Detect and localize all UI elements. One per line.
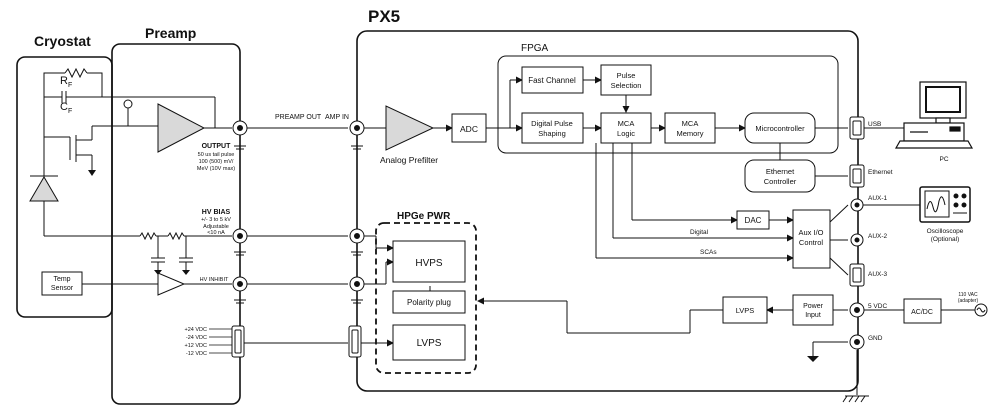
ac-source-icon: [974, 303, 988, 317]
hv-bias-label: HV BIAS: [202, 209, 231, 216]
mca-logic-block: [600, 112, 652, 144]
pulse-selection-block: [600, 64, 652, 96]
px5-gnd-ground: [807, 356, 819, 362]
cryostat-title: Cryostat: [34, 33, 91, 49]
hvps-label: HVPS: [415, 258, 443, 269]
pulse-selection-label-2: Selection: [611, 81, 642, 90]
fast-channel-label: Fast Channel: [528, 76, 576, 85]
hv-inhibit-label: HV INHIBIT: [200, 277, 229, 283]
microcontroller-block: [744, 112, 816, 144]
fpga-title: FPGA: [521, 43, 549, 54]
dps-label-1: Digital Pulse: [531, 119, 573, 128]
ethernet-port-label: Ethernet: [868, 169, 893, 176]
gnd-port-label: GND: [868, 335, 883, 342]
hv-bias-spec-3: <10 nA: [207, 230, 225, 236]
mca-memory-label-2: Memory: [676, 129, 703, 138]
lvps-px5-label: LVPS: [736, 306, 755, 315]
5vdc-port-label: 5 VDC: [868, 303, 887, 310]
ethernet-controller-block: [744, 159, 816, 193]
px5-title: PX5: [368, 7, 400, 26]
connector-grounds: [234, 135, 363, 304]
mca-memory-label-1: MCA: [682, 119, 699, 128]
px5-right-ports: [849, 116, 865, 350]
d-sub-connectors: [231, 325, 362, 358]
fast-channel-block: [521, 66, 584, 94]
supply-minus24: -24 VDC: [186, 335, 207, 341]
detector-diode: [29, 176, 59, 202]
aux2-port-label: AUX-2: [868, 233, 888, 240]
aux3-port-label: AUX-3: [868, 271, 888, 278]
power-input-label-2: Input: [805, 312, 821, 319]
preamp-out-label: PREAMP OUT: [275, 114, 322, 121]
temp-sensor-label-1: Temp: [53, 276, 70, 283]
oscilloscope-label-2: (Optional): [931, 236, 960, 243]
oscilloscope-label-1: Oscilloscope: [927, 228, 964, 235]
supply-plus24: +24 VDC: [185, 327, 207, 333]
adc-label: ADC: [460, 124, 478, 134]
inhibit-buffer-triangle: [157, 272, 186, 296]
fet-ground: [88, 170, 96, 176]
temp-sensor-label-2: Sensor: [51, 285, 74, 292]
bnc-connectors: [232, 120, 365, 292]
output-spec-3: MeV (10V max): [197, 166, 235, 172]
aux-io-label-1: Aux I/O: [798, 228, 823, 237]
analog-prefilter-label: Analog Prefilter: [380, 155, 438, 165]
power-input-label-1: Power: [803, 303, 824, 310]
supply-plus12: +12 VDC: [185, 343, 207, 349]
pc-icon: [894, 81, 974, 149]
hpge-pwr-title: HPGe PWR: [397, 211, 451, 222]
amp-in-label: AMP IN: [325, 114, 349, 121]
dac-label: DAC: [745, 216, 762, 225]
pc-label: PC: [939, 156, 948, 163]
mca-logic-label-2: Logic: [617, 129, 635, 138]
ethernet-controller-label-1: Ethernet: [766, 167, 795, 176]
hv-bias-spec-1: +/- 3 to 5 kV: [201, 217, 231, 223]
ac-input-label-2: (adapter): [958, 298, 979, 304]
digital-pulse-shaping-block: [521, 112, 584, 144]
ethernet-controller-label-2: Controller: [764, 177, 797, 186]
scas-wire-label: SCAs: [700, 249, 717, 256]
acdc-block: [903, 298, 942, 324]
aux-io-label-2: Control: [799, 238, 824, 247]
bias-filter-grounds: [154, 270, 190, 275]
aux-io-control-block: [792, 209, 831, 269]
dps-label-2: Shaping: [538, 129, 566, 138]
lvps-hpge-block: [392, 324, 466, 361]
rf-resistor: [64, 67, 88, 79]
usb-port-label: USB: [868, 121, 881, 128]
ac-input-label-1: 110 VAC: [958, 292, 978, 298]
output-spec-1: 50 us tail pulse: [198, 152, 235, 158]
lvps-px5-block: [722, 296, 768, 324]
dac-block: [736, 210, 770, 230]
rf-label: RF: [60, 75, 72, 89]
pulse-selection-label-1: Pulse: [617, 71, 636, 80]
output-spec-2: 100 (500) mV/: [199, 159, 234, 165]
preamp-amplifier-triangle: [157, 103, 206, 153]
fpga-frame: [497, 55, 839, 154]
hv-bias-spec-2: Adjustable: [203, 224, 229, 230]
output-label: OUTPUT: [202, 143, 232, 150]
chassis-ground: [842, 395, 869, 403]
mca-memory-block: [664, 112, 716, 144]
mca-logic-label-1: MCA: [618, 119, 635, 128]
microcontroller-label: Microcontroller: [755, 124, 805, 133]
power-input-block: [792, 294, 834, 326]
preamp-title: Preamp: [145, 25, 196, 41]
oscilloscope-icon: [919, 186, 971, 223]
polarity-plug-block: [392, 290, 466, 314]
acdc-label: AC/DC: [911, 309, 933, 316]
polarity-plug-label: Polarity plug: [407, 298, 451, 307]
supply-minus12: -12 VDC: [186, 351, 207, 357]
digital-wire-label: Digital: [690, 229, 709, 236]
analog-prefilter-triangle: [385, 105, 435, 151]
hvps-block: [392, 240, 466, 283]
hpge-pwr-frame: [375, 222, 477, 374]
adc-block: [451, 113, 487, 143]
cf-label: CF: [60, 101, 72, 115]
lvps-hpge-label: LVPS: [417, 338, 442, 349]
aux1-port-label: AUX-1: [868, 195, 888, 202]
preamp-frame: [111, 43, 241, 405]
